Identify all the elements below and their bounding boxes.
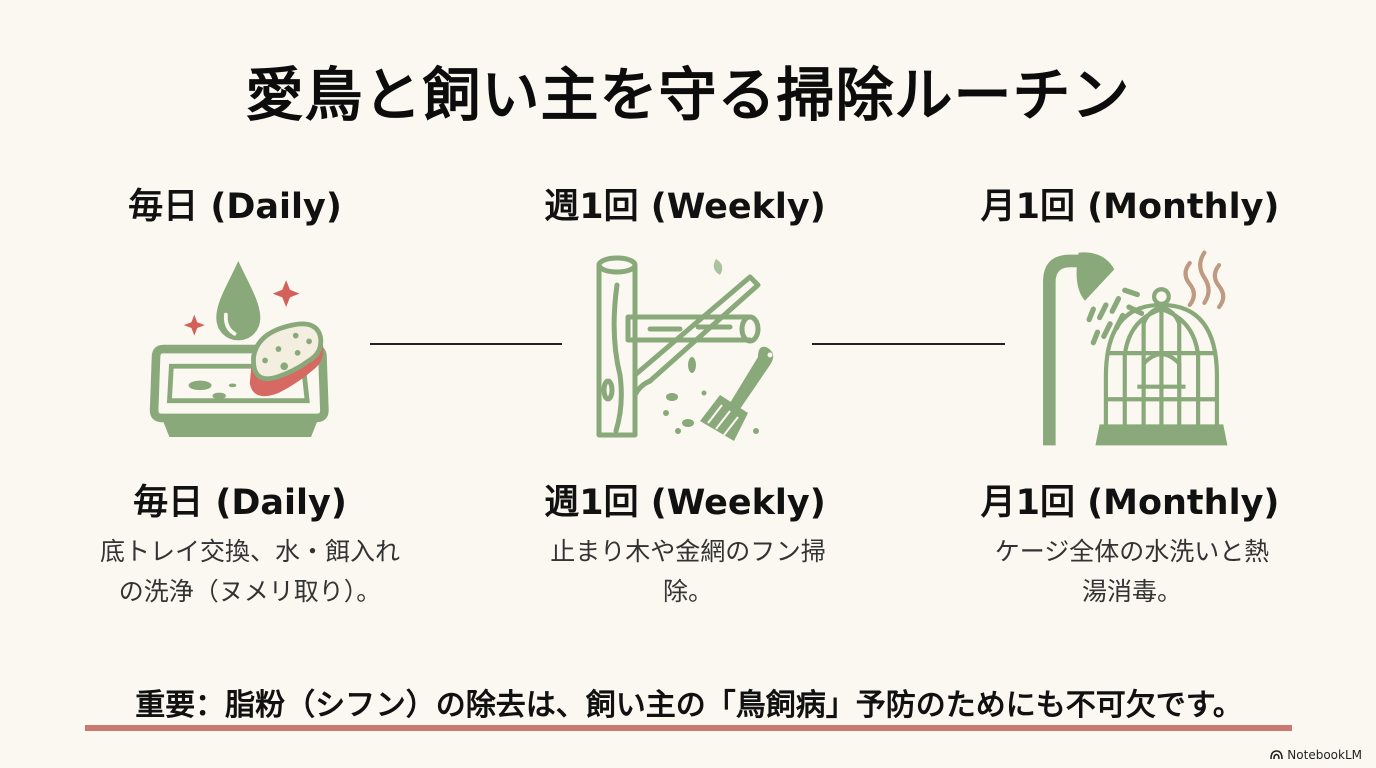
note-underline xyxy=(85,725,1292,731)
monthly-description-line-1: ケージ全体の水洗いと熱 xyxy=(994,537,1270,566)
notebooklm-logo-icon xyxy=(1270,750,1284,760)
daily-description-line-1: 底トレイ交換、水・餌入れ xyxy=(99,537,400,566)
page-title: 愛鳥と飼い主を守る掃除ルーチン xyxy=(245,61,1131,129)
monthly-heading: 月1回 (Monthly) xyxy=(980,187,1280,227)
weekly-description-line-1: 止まり木や金網のフン掃 xyxy=(550,537,826,566)
important-note: 重要：脂粉（シフン）の除去は、飼い主の「鳥飼病」予防のためにも不可欠です。 xyxy=(135,688,1243,723)
weekly-heading: 週1回 (Weekly) xyxy=(544,187,826,227)
perch-brush-icon xyxy=(580,240,800,460)
weekly-description-line-2: 除。 xyxy=(662,577,713,606)
brand-watermark: NotebookLM xyxy=(1270,748,1362,762)
daily-subheading: 毎日 (Daily) xyxy=(133,483,347,523)
monthly-description-line-2: 湯消毒。 xyxy=(1081,577,1182,606)
connector-line xyxy=(370,343,562,345)
tray-sponge-water-drop-icon xyxy=(135,240,355,460)
monthly-subheading: 月1回 (Monthly) xyxy=(980,483,1280,523)
weekly-description: 止まり木や金網のフン掃 除。 xyxy=(498,532,878,612)
connector-line xyxy=(812,343,1005,345)
monthly-description: ケージ全体の水洗いと熱 湯消毒。 xyxy=(942,532,1322,612)
shower-birdcage-icon xyxy=(1020,240,1240,460)
daily-description: 底トレイ交換、水・餌入れ の洗浄（ヌメリ取り）。 xyxy=(60,532,440,612)
weekly-subheading: 週1回 (Weekly) xyxy=(544,483,826,523)
brand-label: NotebookLM xyxy=(1287,748,1362,762)
daily-description-line-2: の洗浄（ヌメリ取り）。 xyxy=(118,577,382,606)
daily-heading: 毎日 (Daily) xyxy=(128,187,342,227)
